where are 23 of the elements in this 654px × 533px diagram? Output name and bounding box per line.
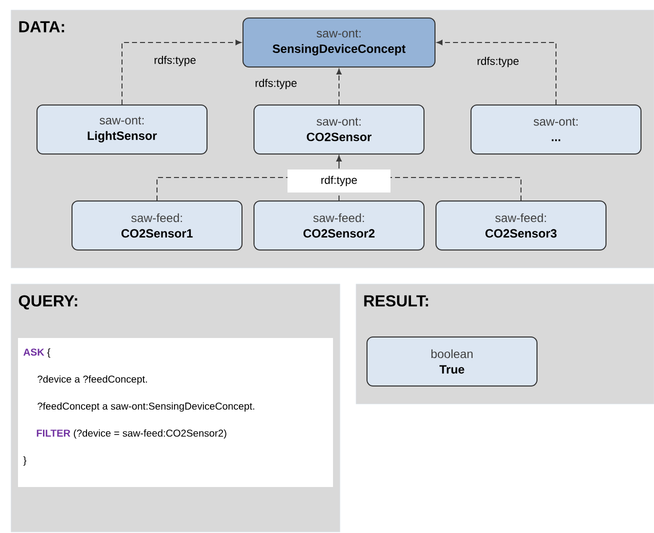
node-box: saw-ont: ... — [470, 104, 642, 154]
panel-heading: QUERY: — [18, 295, 78, 310]
node-box: saw-ont: LightSensor — [36, 104, 208, 154]
edge-label: rdfs:type — [154, 56, 196, 66]
code-line: ASK { — [23, 348, 50, 358]
edge-label: rdfs:type — [478, 56, 519, 68]
node-box: saw-feed: CO2Sensor2 — [254, 200, 424, 250]
panel-heading: DATA: — [19, 21, 64, 32]
dashed-arrow — [122, 40, 242, 105]
node-box: saw-feed: CO2Sensor3 — [436, 200, 606, 250]
code-line: FILTER (?device = saw-feed:CO2Sensor2) — [36, 429, 226, 439]
node-box: saw-ont: CO2Sensor — [254, 104, 424, 154]
dashed-arrow — [336, 68, 342, 105]
edge-label: rdfs:type — [256, 78, 297, 90]
node-box: saw-feed: CO2Sensor1 — [72, 200, 242, 250]
code-line: } — [23, 456, 26, 466]
node-box: boolean True — [366, 336, 538, 386]
panel-heading: RESULT: — [364, 295, 428, 307]
code-line: ?feedConcept a saw-ont:SensingDeviceConcept. — [38, 402, 254, 412]
code-line: ?device a ?feedConcept. — [38, 375, 147, 385]
edge-label: rdf:type — [288, 170, 390, 192]
node-box: saw-ont: SensingDeviceConcept — [242, 18, 436, 68]
dashed-arrow — [436, 40, 556, 105]
